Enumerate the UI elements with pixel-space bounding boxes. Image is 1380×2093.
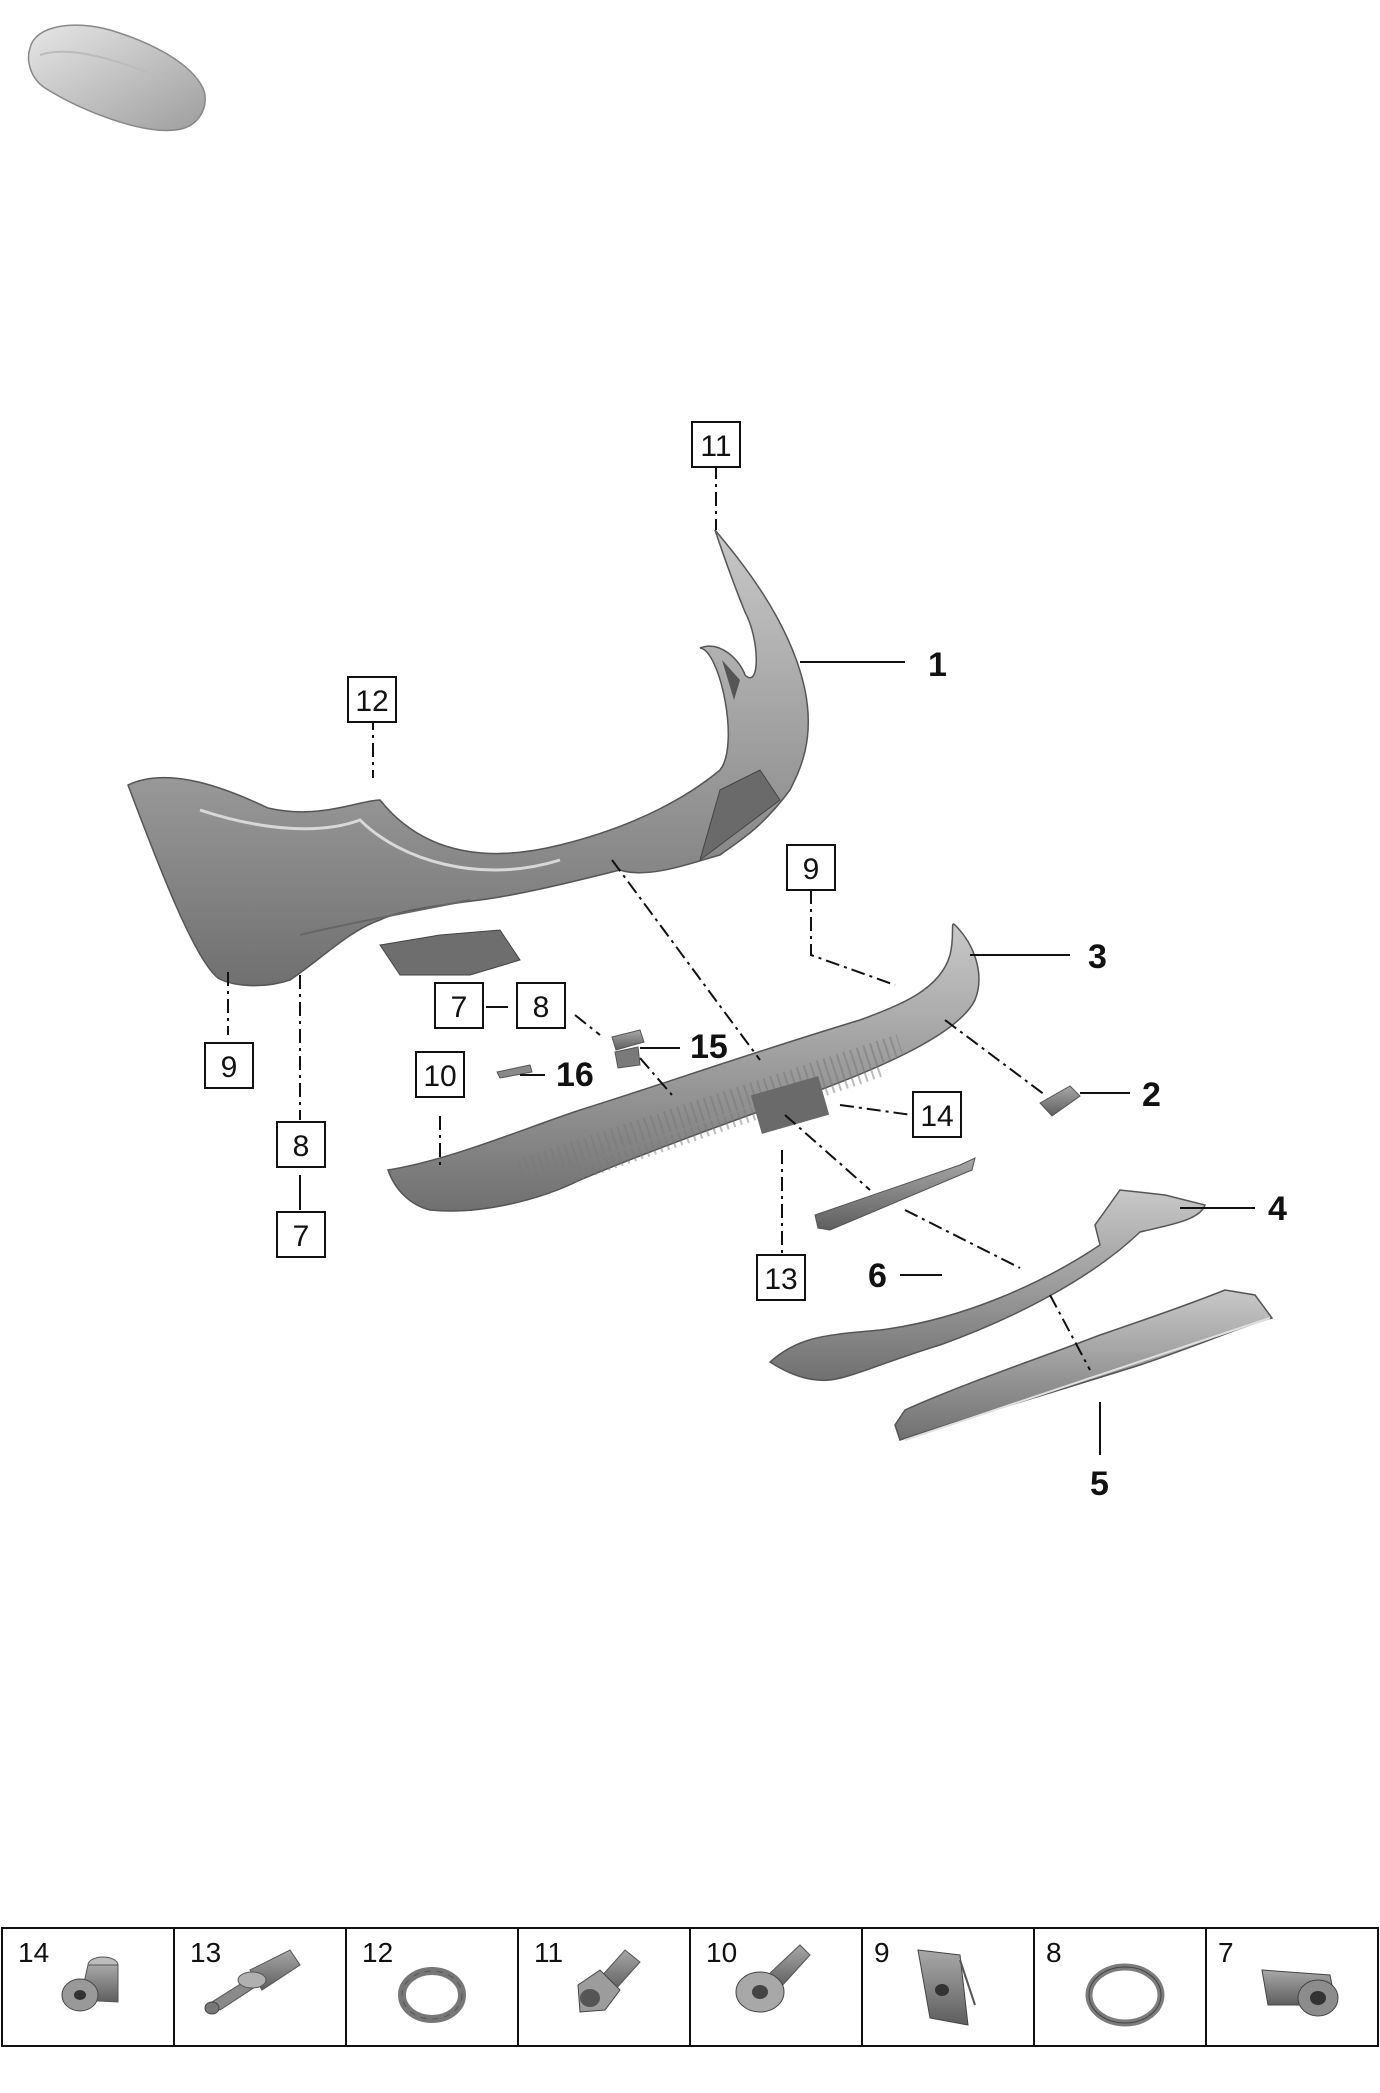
leader-14 — [839, 1104, 913, 1116]
boxed-label-8-bottom: 8 — [276, 1121, 326, 1168]
svg-text:7: 7 — [293, 1220, 310, 1253]
spring-nut-clip-icon — [917, 1949, 976, 2026]
hex-bolt-icon — [577, 1949, 641, 2013]
callout-16: 16 — [556, 1056, 594, 1094]
svg-text:9: 9 — [221, 1051, 238, 1084]
rivet-nut-icon — [61, 1956, 119, 2012]
seal-ring-icon — [1085, 1963, 1165, 2027]
leader-8b-15 — [574, 1014, 601, 1036]
callout-2: 2 — [1142, 1076, 1161, 1114]
leader-reflector — [944, 1019, 1046, 1096]
reflector — [1039, 1085, 1081, 1117]
underbody-panel — [894, 1289, 1274, 1441]
legend-number-13: 13 — [190, 1937, 221, 1968]
svg-text:12: 12 — [355, 685, 388, 718]
svg-text:10: 10 — [423, 1060, 456, 1093]
part-16 — [496, 1064, 533, 1079]
svg-text:14: 14 — [920, 1100, 953, 1133]
svg-text:7: 7 — [451, 991, 468, 1024]
sensor-holder-icon — [1261, 1969, 1339, 2017]
callout-15: 15 — [690, 1028, 728, 1066]
leader-main — [611, 859, 761, 1061]
legend-number-12: 12 — [362, 1937, 393, 1968]
callout-3: 3 — [1088, 938, 1107, 976]
svg-text:13: 13 — [764, 1263, 797, 1296]
part-15 — [611, 1029, 645, 1069]
leader-spoiler — [904, 1209, 1021, 1269]
callout-5: 5 — [1090, 1465, 1109, 1503]
legend-number-9: 9 — [874, 1937, 890, 1968]
boxed-label-7-bottom: 7 — [276, 1211, 326, 1258]
legend-number-10: 10 — [706, 1937, 737, 1968]
legend-number-14: 14 — [18, 1937, 49, 1968]
boxed-label-14: 14 — [912, 1091, 962, 1138]
boxed-label-8-top: 8 — [516, 982, 566, 1029]
callout-6: 6 — [868, 1257, 887, 1295]
callout-1: 1 — [928, 646, 947, 684]
svg-text:8: 8 — [293, 1130, 310, 1163]
boxed-label-7-top: 7 — [434, 982, 484, 1029]
svg-text:8: 8 — [533, 991, 550, 1024]
rear-bumper-cover — [127, 529, 809, 987]
clip-ring-icon — [398, 1967, 466, 2023]
boxed-label-12: 12 — [347, 676, 397, 723]
legend-number-8: 8 — [1046, 1937, 1062, 1968]
diffuser-trim — [386, 923, 980, 1212]
plastic-screw-icon — [735, 1944, 811, 2013]
boxed-label-13: 13 — [756, 1254, 806, 1301]
boxed-label-11: 11 — [691, 421, 741, 468]
legend-number-11: 11 — [534, 1937, 563, 1968]
expanding-rivet-icon — [204, 1949, 301, 2015]
bracket — [814, 1157, 976, 1231]
fastener-legend: 14 13 12 11 10 — [1, 1927, 1379, 2047]
leader-bracket — [784, 1114, 871, 1191]
svg-text:9: 9 — [803, 853, 820, 886]
leader-9b — [810, 890, 896, 986]
boxed-label-9-right: 9 — [786, 844, 836, 891]
boxed-label-10: 10 — [415, 1051, 465, 1098]
callout-4: 4 — [1268, 1190, 1287, 1228]
boxed-label-9-left: 9 — [204, 1042, 254, 1089]
legend-number-7: 7 — [1218, 1937, 1234, 1968]
lower-spoiler — [768, 1189, 1206, 1382]
svg-text:11: 11 — [700, 430, 731, 463]
car-thumbnail-icon — [27, 24, 206, 132]
leader-15 — [639, 1057, 673, 1096]
